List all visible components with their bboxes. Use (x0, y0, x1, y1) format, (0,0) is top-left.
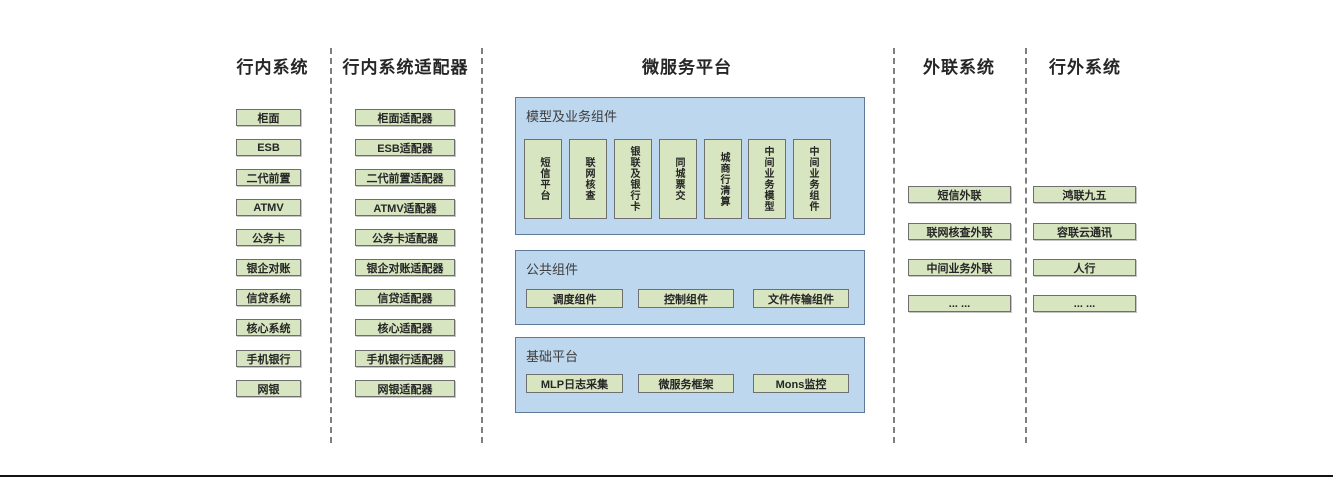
column-divider (893, 48, 895, 443)
diagram-node: 调度组件 (526, 289, 623, 308)
column-header-microservice-platform: 微服务平台 (642, 58, 732, 77)
diagram-node: 城商行清算 (704, 139, 742, 219)
column-header-outbound-link-systems: 外联系统 (923, 58, 995, 77)
diagram-node: 中间业务组件 (793, 139, 831, 219)
diagram-node: 柜面 (236, 109, 301, 126)
column-divider (1025, 48, 1027, 443)
diagram-node: 中间业务外联 (908, 259, 1011, 276)
diagram-node: 容联云通讯 (1033, 223, 1136, 240)
diagram-node: 手机银行 (236, 350, 301, 367)
diagram-node: 柜面适配器 (355, 109, 455, 126)
diagram-node: 网银 (236, 380, 301, 397)
diagram-node: 公务卡适配器 (355, 229, 455, 246)
diagram-node: 核心系统 (236, 319, 301, 336)
diagram-node: 核心适配器 (355, 319, 455, 336)
column-divider (330, 48, 332, 443)
column-header-internal-adapters: 行内系统适配器 (342, 58, 469, 77)
diagram-node: 短信平台 (524, 139, 562, 219)
diagram-node: 银企对账 (236, 259, 301, 276)
diagram-node: MLP日志采集 (526, 374, 623, 393)
diagram-node: ATMV适配器 (355, 199, 455, 216)
diagram-node: 中间业务模型 (748, 139, 786, 219)
diagram-node: ... ... (908, 295, 1011, 312)
panel-title: 公共组件 (526, 262, 579, 277)
diagram-node: 联网核查外联 (908, 223, 1011, 240)
diagram-node: ATMV (236, 199, 301, 216)
diagram-node: 网银适配器 (355, 380, 455, 397)
diagram-node: Mons监控 (753, 374, 849, 393)
panel-title: 模型及业务组件 (526, 109, 618, 124)
panel-model-business-components: 模型及业务组件 短信平台 联网核查 银联及银行卡 同城票交 城商行清算 中间业务… (515, 97, 865, 235)
diagram-node: 联网核查 (569, 139, 607, 219)
diagram-node: 短信外联 (908, 186, 1011, 203)
diagram-node: 同城票交 (659, 139, 697, 219)
bottom-divider-line (0, 475, 1333, 477)
diagram-node: ... ... (1033, 295, 1136, 312)
diagram-node: 公务卡 (236, 229, 301, 246)
column-header-external-systems: 行外系统 (1049, 58, 1121, 77)
diagram-node: 银联及银行卡 (614, 139, 652, 219)
panel-title: 基础平台 (526, 349, 579, 364)
diagram-node: 鸿联九五 (1033, 186, 1136, 203)
diagram-node: 微服务框架 (638, 374, 734, 393)
diagram-node: 二代前置适配器 (355, 169, 455, 186)
diagram-node: ESB (236, 139, 301, 156)
diagram-node: ESB适配器 (355, 139, 455, 156)
diagram-node: 文件传输组件 (753, 289, 849, 308)
diagram-node: 银企对账适配器 (355, 259, 455, 276)
panel-base-platform: 基础平台 MLP日志采集 微服务框架 Mons监控 (515, 337, 865, 413)
diagram-node: 控制组件 (638, 289, 734, 308)
column-header-internal-systems: 行内系统 (236, 58, 309, 77)
diagram-node: 手机银行适配器 (355, 350, 455, 367)
diagram-node: 信贷系统 (236, 289, 301, 306)
diagram-node: 二代前置 (236, 169, 301, 186)
diagram-node: 信贷适配器 (355, 289, 455, 306)
diagram-node: 人行 (1033, 259, 1136, 276)
panel-common-components: 公共组件 调度组件 控制组件 文件传输组件 (515, 250, 865, 325)
column-divider (481, 48, 483, 443)
